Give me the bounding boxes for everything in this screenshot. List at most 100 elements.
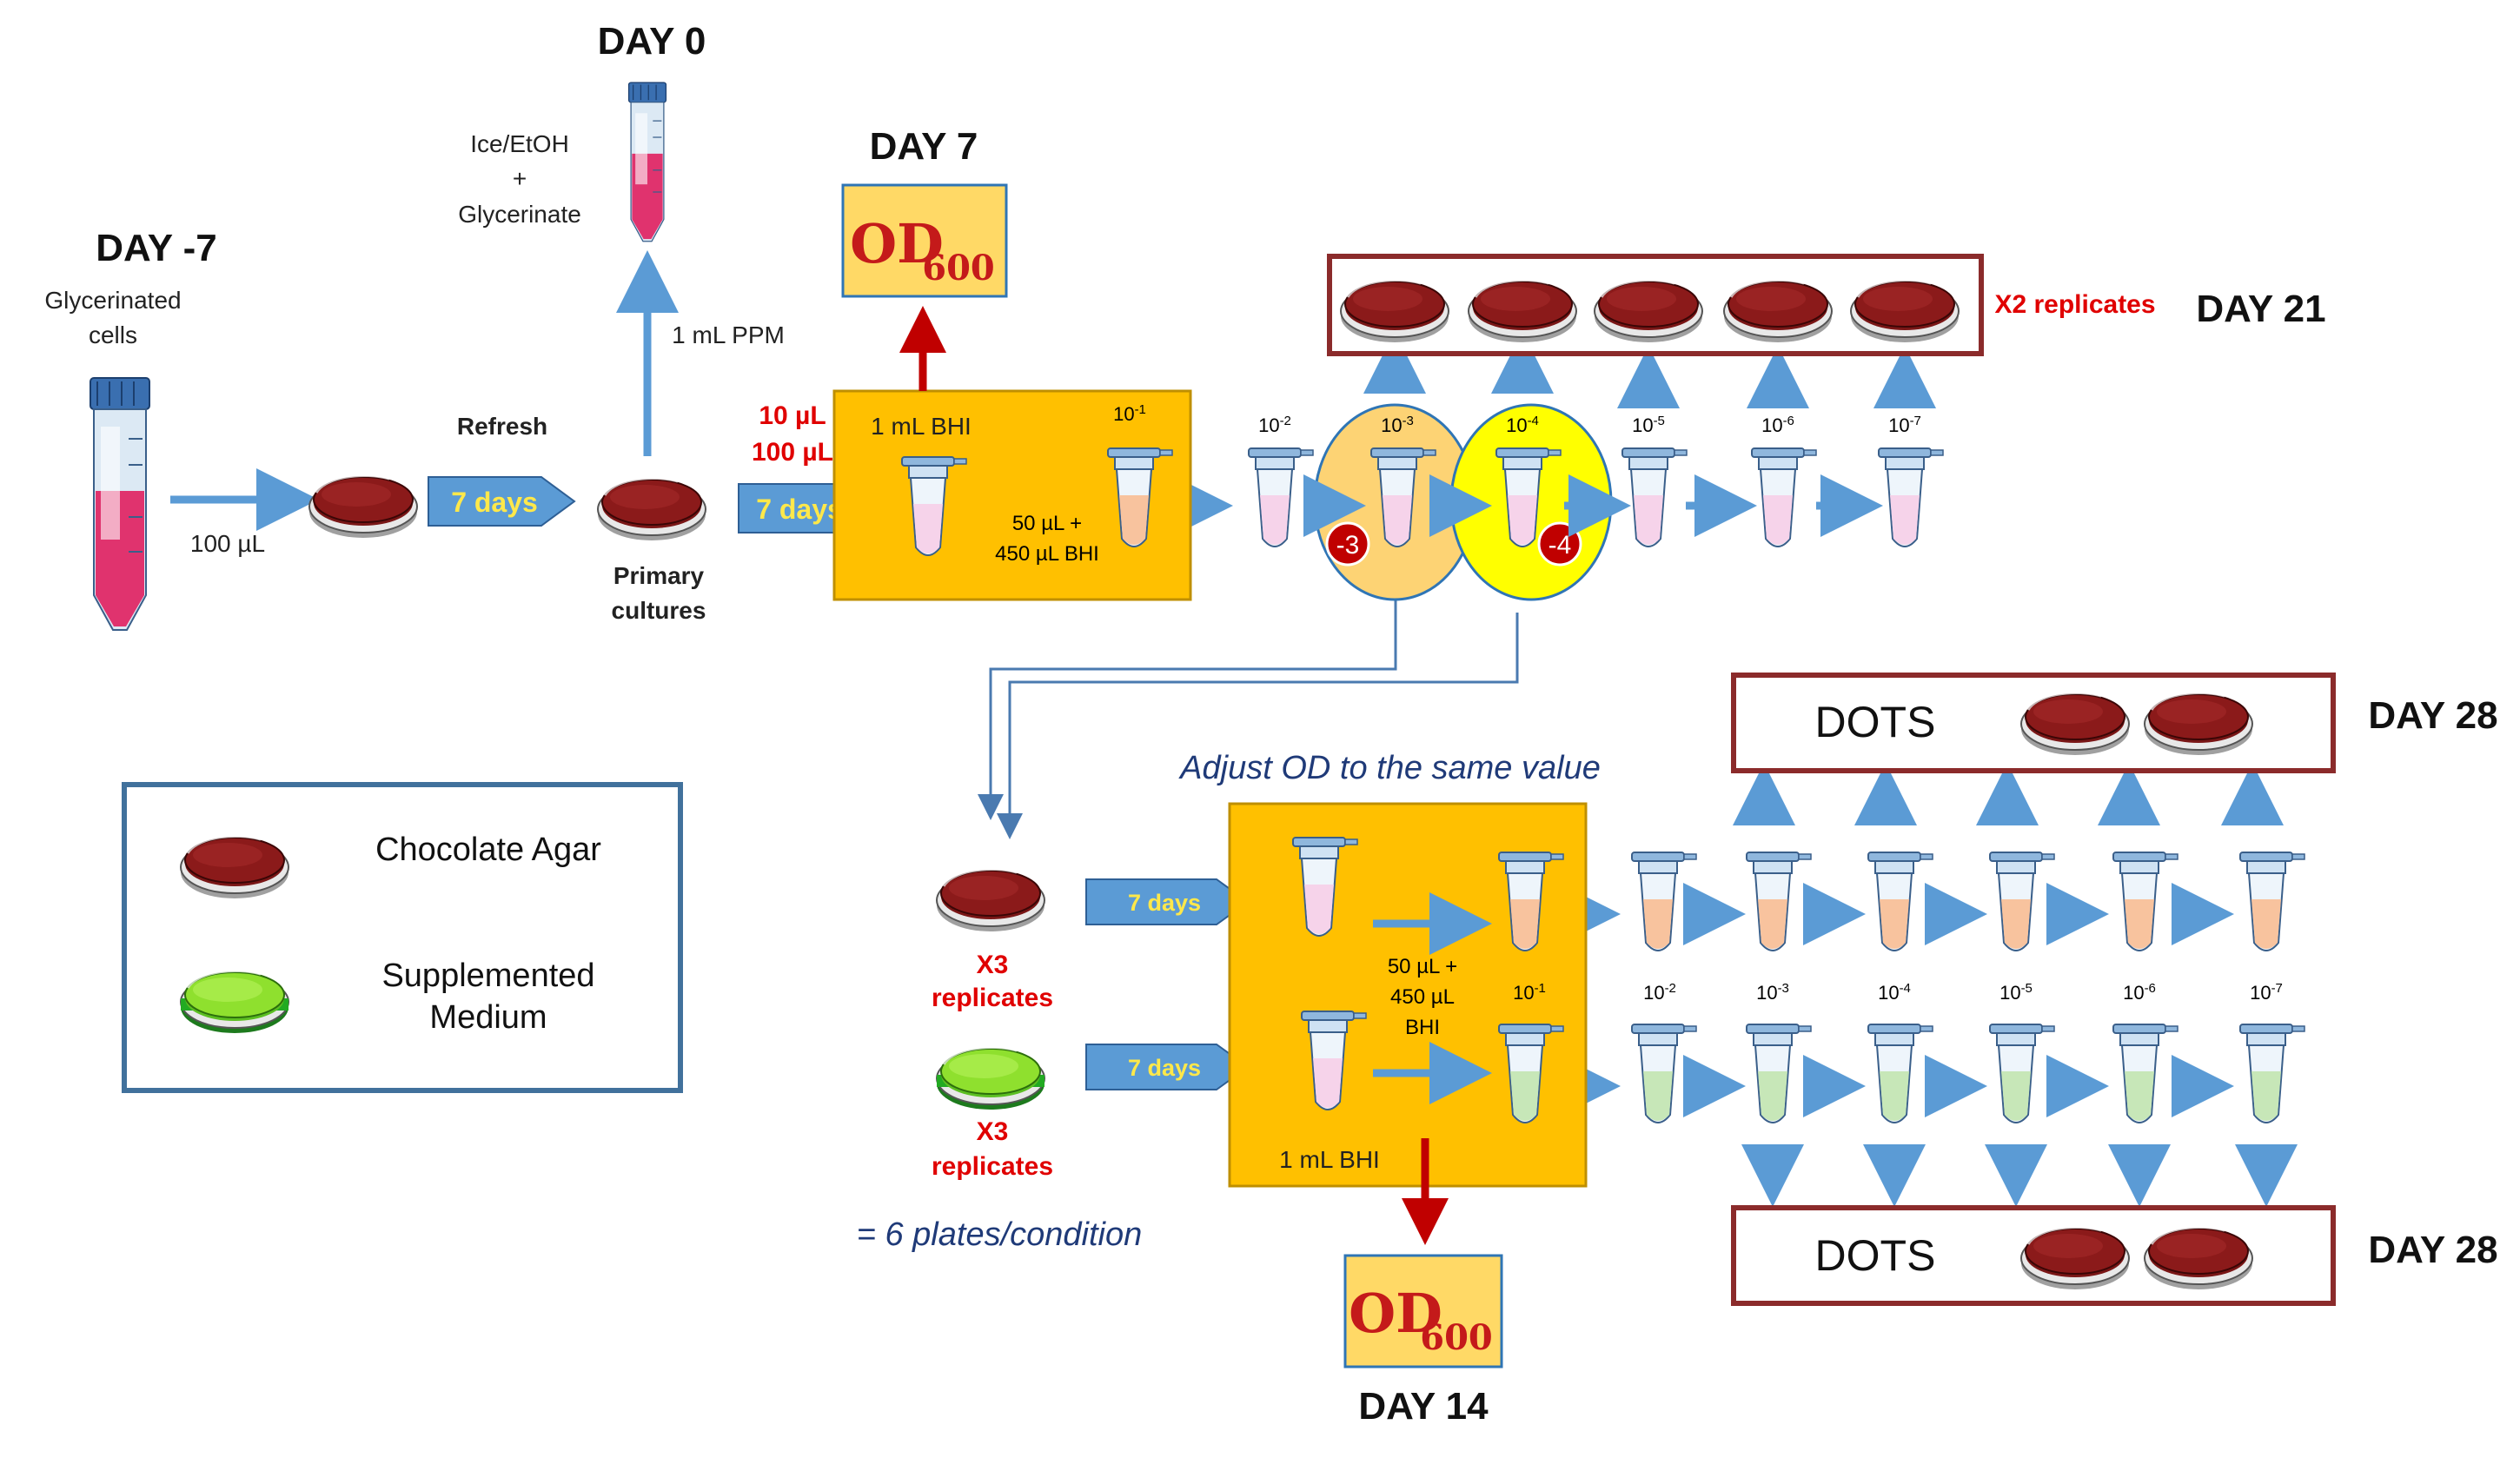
day7-label: DAY 7 <box>870 125 978 168</box>
seven-days-arrow-1: 7 days <box>428 476 575 527</box>
lower-bottom-tube-5 <box>1990 1024 2054 1123</box>
x3-label-b: X3 <box>977 1117 1009 1146</box>
badge-minus4-text: -4 <box>1548 531 1572 560</box>
dots-top-plate-1 <box>2019 691 2131 757</box>
lower-dilution-label-4: 10-4 <box>1878 981 1911 1004</box>
six-plates-label: = 6 plates/condition <box>857 1216 1143 1253</box>
dilution-label-3: 10-3 <box>1381 414 1414 437</box>
od-sub-day7: 600 <box>922 248 995 288</box>
lower-bottom-tube-3 <box>1747 1024 1811 1123</box>
lower-top-tube-4 <box>1868 852 1933 951</box>
replicates-label-a: replicates <box>932 984 1053 1012</box>
lower-top-tube-6 <box>2113 852 2178 951</box>
primary-label: Primary <box>613 562 705 589</box>
dilution-tube-5 <box>1622 448 1687 547</box>
primary-culture-plate <box>596 476 707 542</box>
dots-bottom-plate-2 <box>2143 1225 2254 1291</box>
dots-bottom-plate-1 <box>2019 1225 2131 1291</box>
glycerinated-falcon-tube <box>90 377 150 631</box>
connector-from-minus4 <box>997 613 1519 839</box>
seven-days-label-3: 7 days <box>1128 890 1201 916</box>
dilution-tube-2 <box>1249 448 1313 547</box>
lower-top-tube-5 <box>1990 852 2054 951</box>
lower-bottom-tube-2 <box>1632 1024 1696 1123</box>
ice-etoh-label: Ice/EtOH <box>470 130 569 157</box>
inner-lower-arrows <box>1373 892 1492 1104</box>
day21-label: DAY 21 <box>2196 288 2325 330</box>
plus-label: + <box>513 165 527 192</box>
od-sub-day14: 600 <box>1420 1317 1493 1358</box>
lower-dilution-series: 10-2 10-3 10-4 10-5 10-6 10-7 <box>1632 852 2304 1123</box>
dilution-label-6: 10-6 <box>1761 414 1794 437</box>
legend-chocolate-plate <box>179 834 290 900</box>
day14-label: DAY 14 <box>1358 1385 1489 1428</box>
day21-plate-3 <box>1593 278 1704 344</box>
dilute-step-line2: 450 µL BHI <box>995 542 1099 566</box>
lower-dilution-label-5: 10-5 <box>1999 981 2033 1004</box>
od600-box-day14 <box>1343 1254 1503 1369</box>
transfer-volume-label: 100 µL <box>190 530 265 557</box>
dots-label-bottom: DOTS <box>1815 1231 1936 1280</box>
refresh-label: Refresh <box>457 413 547 440</box>
cultures-label: cultures <box>612 597 706 624</box>
day-minus7-label: DAY -7 <box>96 227 216 269</box>
dilute-step-line1: 50 µL + <box>1012 512 1082 535</box>
adjust-od-label: Adjust OD to the same value <box>1178 750 1601 786</box>
seven-days-label: 7 days <box>451 487 538 518</box>
legend-supplemented-1: Supplemented <box>381 958 594 994</box>
dilute-b-line1: 50 µL + <box>1388 955 1457 978</box>
badge-minus3-text: -3 <box>1336 531 1360 560</box>
selection-connectors <box>978 600 1519 839</box>
day21-plate-2 <box>1467 278 1578 344</box>
day0-falcon-tube <box>627 82 667 242</box>
day21-plate-4 <box>1722 278 1834 344</box>
lower-top-tube-3 <box>1747 852 1811 951</box>
dilution-tube-6 <box>1752 448 1816 547</box>
replicates-label-b: replicates <box>932 1152 1053 1181</box>
dots-top-plate-2 <box>2143 691 2254 757</box>
connector-from-minus3 <box>978 600 1397 820</box>
volume-10ul: 10 µL <box>759 401 826 430</box>
dilution-label-1: 10-1 <box>1113 402 1146 426</box>
lower-dilution-label-3: 10-3 <box>1756 981 1789 1004</box>
od-label-day7: OD <box>850 212 944 275</box>
dilution-label-7: 10-7 <box>1888 414 1921 437</box>
cells-label: cells <box>89 321 137 348</box>
legend-supplemented-2: Medium <box>429 999 547 1036</box>
day28-bottom-label: DAY 28 <box>2368 1229 2497 1271</box>
first-plate <box>308 474 419 540</box>
seven-days-arrow-3: 7 days <box>1085 878 1250 925</box>
legend-chocolate-agar: Chocolate Agar <box>375 832 601 868</box>
top-dilution-series: 10-2 10-3 -3 10-4 -4 10-5 10-6 10-7 <box>1249 403 1943 601</box>
one-ml-bhi-bottom: 1 mL BHI <box>1279 1146 1380 1173</box>
ppm-label: 1 mL PPM <box>672 321 785 348</box>
dilution-label-2: 10-2 <box>1258 414 1291 437</box>
day21-plate-1 <box>1339 278 1450 344</box>
day21-plate-5 <box>1849 278 1960 344</box>
lower-top-tube-7 <box>2240 852 2304 951</box>
dots-label-top: DOTS <box>1815 698 1936 746</box>
legend-box <box>122 782 683 1093</box>
x3-chocolate-plates <box>935 867 1046 933</box>
lower-dilution-label-7: 10-7 <box>2250 981 2283 1004</box>
x3-supplemented-plates <box>935 1045 1046 1111</box>
lower-dilution-label-6: 10-6 <box>2123 981 2156 1004</box>
lower-dilution-label-1: 10-1 <box>1513 981 1546 1004</box>
day28-top-label: DAY 28 <box>2368 694 2497 737</box>
dilution-label-5: 10-5 <box>1632 414 1665 437</box>
lower-bottom-tube-7 <box>2240 1024 2304 1123</box>
dilute-b-line2: 450 µL <box>1390 985 1455 1009</box>
dilute-b-line3: BHI <box>1405 1016 1440 1039</box>
lower-bottom-tube-6 <box>2113 1024 2178 1123</box>
day0-label: DAY 0 <box>598 20 706 63</box>
glycerinated-label: Glycerinated <box>44 287 181 314</box>
dilution-label-4: 10-4 <box>1506 414 1539 437</box>
dilution-tube-7 <box>1879 448 1943 547</box>
seven-days-label-2: 7 days <box>756 494 843 525</box>
seven-days-arrow-4: 7 days <box>1085 1044 1250 1090</box>
one-ml-bhi-top: 1 mL BHI <box>871 413 972 440</box>
glycerinate-label: Glycerinate <box>458 201 581 228</box>
x3-label-a: X3 <box>977 951 1009 979</box>
seven-days-label-4: 7 days <box>1128 1055 1201 1081</box>
legend-supplemented-plate <box>179 969 290 1035</box>
